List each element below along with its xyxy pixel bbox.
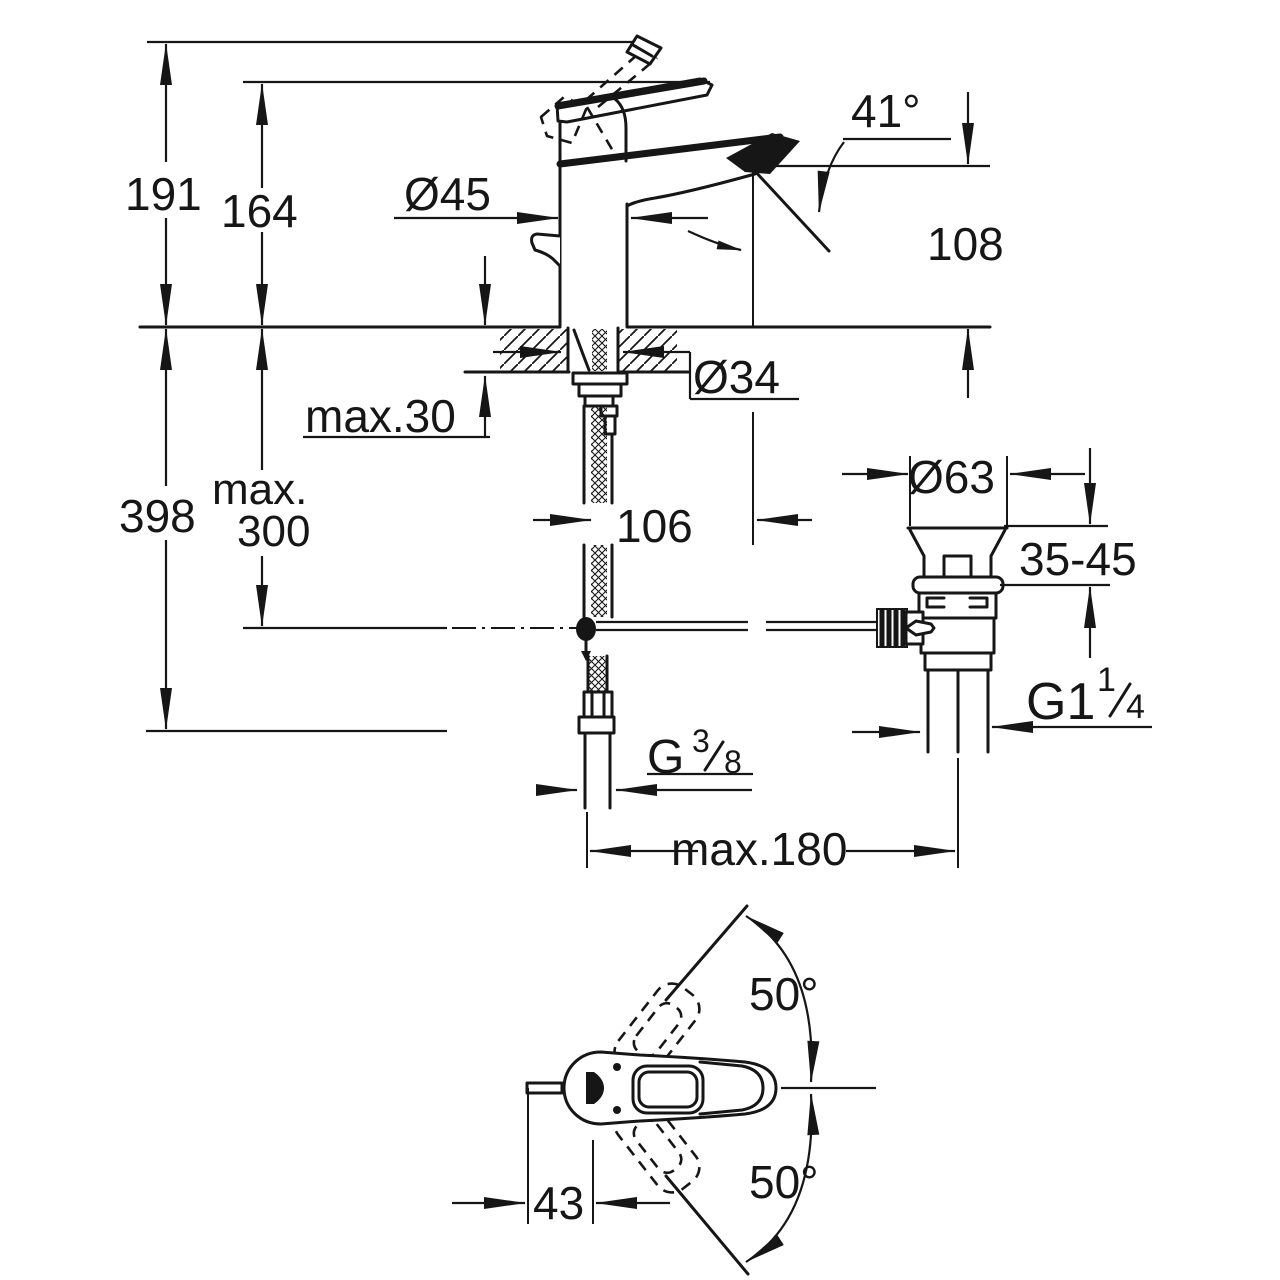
supply-hose-end [583,731,612,810]
label-50deg-lower: 50° [749,1156,819,1208]
spout-tip [726,133,800,174]
drain-assembly [876,526,1009,754]
dimension-labels: 191 164 Ø45 41° 108 Ø34 max.30 398 max. … [119,85,1145,1229]
label-398: 398 [119,490,196,542]
swivel-arc-upper [745,915,820,1083]
drain-flange [911,575,1005,595]
drain-tailpipe [926,668,990,754]
label-50deg-upper: 50° [749,968,819,1020]
faucet-front-view [530,34,845,328]
label-max180: max.180 [671,823,847,875]
label-max30: max.30 [305,390,456,442]
reference-lines [138,40,992,733]
pull-rod [596,620,878,632]
pop-up-rod-knob [530,232,562,268]
pull-rod-ball-joint [576,617,596,641]
rod-knurled-nut [876,608,908,648]
handle-loop-inner [637,1070,699,1109]
label-max: max. [212,465,307,514]
label-164: 164 [221,185,298,237]
shank-and-hoses [452,326,878,810]
pop-up-knob-top [525,1081,564,1095]
g38-fraction-slash [703,740,725,772]
label-191: 191 [125,168,202,220]
spout-outlet-top [586,1072,604,1104]
supply-nut [577,715,616,735]
label-35-45: 35-45 [1019,533,1137,585]
label-g38-num: 3 [692,723,710,759]
label-dia34: Ø34 [693,351,780,403]
label-106: 106 [616,500,693,552]
label-dia63: Ø63 [908,451,995,503]
flow-direction-arrow [687,230,742,252]
label-41deg: 41° [851,85,921,137]
handle-raised-dashed [539,34,663,152]
label-g1-den: 4 [1126,688,1145,726]
label-43: 43 [533,1177,584,1229]
dimensions-front [160,43,1152,868]
swivel-arc-lower [745,1093,820,1263]
handle-loop-outer [631,1064,705,1115]
spout-angle-arc [817,141,845,213]
spout-angle-line [751,167,831,253]
label-g38-base: G [647,731,684,784]
label-g38-den: 8 [724,744,742,780]
label-300: 300 [237,507,310,556]
label-dia45: Ø45 [404,168,491,220]
g1-fraction-slash [1108,682,1132,718]
dimensions-top [452,1088,670,1224]
label-108: 108 [927,218,1004,270]
label-g1-num: 1 [1097,661,1116,699]
label-g1-base: G1 [1026,673,1095,731]
